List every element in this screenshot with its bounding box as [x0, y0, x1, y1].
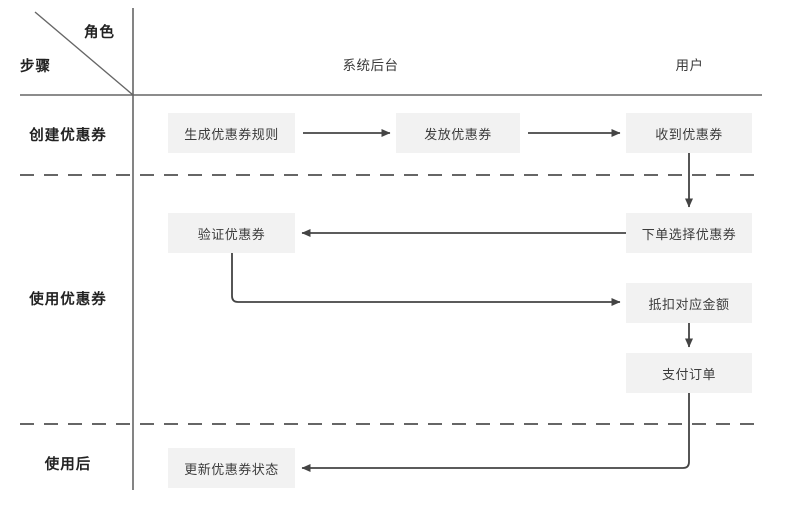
node-generate-coupon-rule[interactable]: 生成优惠券规则 [168, 113, 295, 153]
edge-n4-n6 [231, 253, 621, 306]
corner-role-label: 角色 [84, 25, 115, 41]
corner-step-label: 步骤 [20, 59, 51, 75]
column-header-system: 系统后台 [342, 58, 399, 73]
column-header-user: 用户 [675, 58, 704, 73]
node-update-coupon-status[interactable]: 更新优惠券状态 [168, 448, 295, 488]
node-receive-coupon[interactable]: 收到优惠券 [626, 113, 752, 153]
node-select-coupon-at-order[interactable]: 下单选择优惠券 [626, 213, 752, 253]
row-label-use: 使用优惠券 [29, 292, 107, 308]
node-pay-order[interactable]: 支付订单 [626, 353, 752, 393]
edge-n7-n8 [301, 393, 690, 472]
node-issue-coupon[interactable]: 发放优惠券 [396, 113, 520, 153]
node-verify-coupon[interactable]: 验证优惠券 [168, 213, 295, 253]
row-label-create: 创建优惠券 [29, 128, 107, 144]
node-deduct-amount[interactable]: 抵扣对应金额 [626, 283, 752, 323]
row-label-after: 使用后 [44, 457, 92, 473]
